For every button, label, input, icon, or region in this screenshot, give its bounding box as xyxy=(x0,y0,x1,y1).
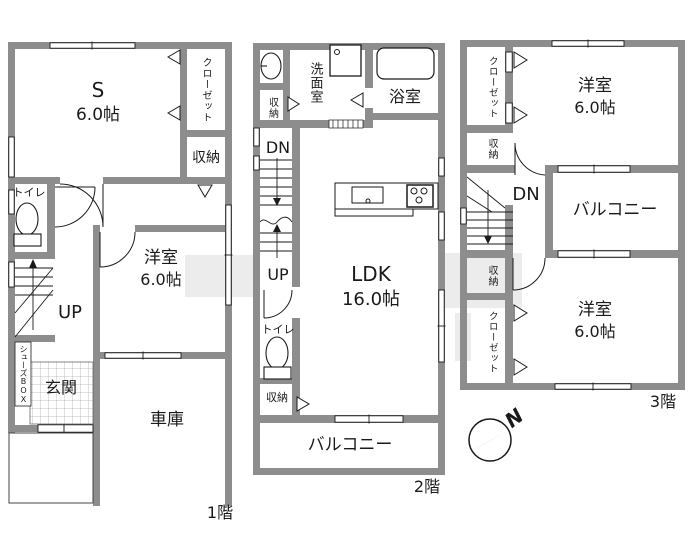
compass-icon xyxy=(468,418,512,462)
garage-label: 車庫 xyxy=(150,409,184,430)
balcony-label-2f: バルコニー xyxy=(307,434,393,455)
closet-lower-label-3f: クローゼット xyxy=(486,311,498,374)
shoes-box xyxy=(14,341,32,407)
closet-label-1f: クローゼット xyxy=(200,57,211,123)
washbasin-icon xyxy=(260,52,282,80)
storage-lower-label-2f: 収納 xyxy=(266,390,288,404)
floor3-label: 3階 xyxy=(649,392,677,411)
kitchen-counter xyxy=(334,182,439,217)
washroom-label: 洗面室 xyxy=(307,62,323,104)
floor2-windows xyxy=(253,127,446,424)
bedroom-upper-size-3f: 6.0帖 xyxy=(574,97,616,117)
room-s-1f: S xyxy=(91,78,105,102)
storage-label-1f: 収納 xyxy=(192,150,220,166)
toilet-label-2f: トイレ xyxy=(261,323,295,336)
washroom-entry-hatch xyxy=(328,119,364,129)
washing-machine-pan-icon xyxy=(329,44,362,77)
room-s-size-1f: 6.0帖 xyxy=(75,104,121,125)
stairs-2f xyxy=(259,158,293,258)
balcony-label-3f: バルコニー xyxy=(572,199,658,220)
stairs-up-label-1f: UP xyxy=(57,302,83,323)
door-triangles-2f xyxy=(287,92,364,412)
stairs-dn-label-2f: DN xyxy=(265,138,291,157)
bathroom-label: 浴室 xyxy=(388,87,421,106)
bedroom-lower-size-3f: 6.0帖 xyxy=(574,321,616,341)
floor1-windows xyxy=(8,41,233,433)
bedroom-label-1f: 洋室 xyxy=(144,247,178,268)
floor2-label: 2階 xyxy=(413,477,441,496)
toilet-icon-2f xyxy=(263,336,292,380)
door-arcs-2f xyxy=(263,289,293,319)
stairs-3f xyxy=(466,176,513,245)
closet-upper-label-3f: クローゼット xyxy=(486,55,498,119)
storage-lower-label-3f: 収納 xyxy=(486,265,497,287)
door-triangles-3f xyxy=(513,51,528,376)
ldk-label: LDK xyxy=(351,262,391,286)
door-arcs-3f xyxy=(512,142,546,291)
bedroom-size-1f: 6.0帖 xyxy=(140,269,182,289)
stairs-dn-label-3f: DN xyxy=(512,184,540,205)
toilet-icon-1f xyxy=(13,202,42,247)
toilet-label-1f: トイレ xyxy=(12,185,46,199)
bedroom-upper-label-3f: 洋室 xyxy=(578,75,612,96)
storage-upper-label-3f: 収納 xyxy=(486,138,497,160)
entrance-tile xyxy=(29,361,94,425)
door-triangles-1f xyxy=(167,49,213,198)
stairs-up-label-2f: UP xyxy=(267,265,289,284)
floor3-windows xyxy=(460,39,632,391)
shoes-box-label: シューズBOX xyxy=(19,345,28,404)
bedroom-lower-label-3f: 洋室 xyxy=(578,299,612,320)
door-arcs-1f xyxy=(54,183,136,268)
floor1-label: 1階 xyxy=(206,503,234,522)
ldk-size: 16.0帖 xyxy=(341,288,401,310)
entrance-porch xyxy=(8,432,94,504)
bathtub-icon xyxy=(376,47,435,80)
storage-upper-label-2f: 収納 xyxy=(266,97,278,119)
entrance-label: 玄関 xyxy=(44,378,77,397)
stairs-1f xyxy=(14,259,54,338)
